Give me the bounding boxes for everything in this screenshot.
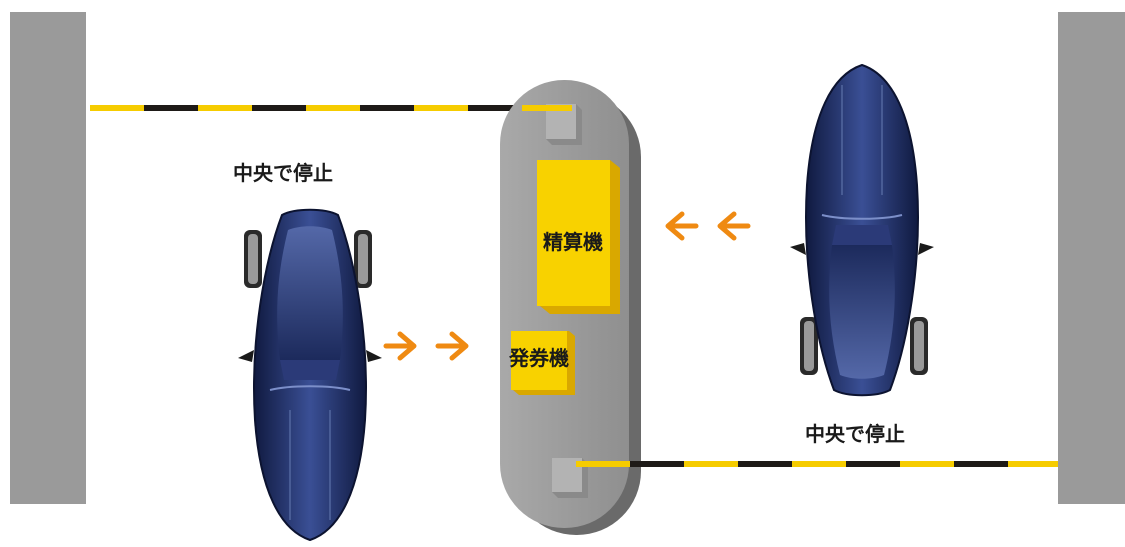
car-left-icon bbox=[238, 208, 382, 542]
ticket-machine: 発券機 bbox=[508, 331, 575, 395]
wall-right bbox=[1058, 12, 1125, 504]
wall-left bbox=[10, 12, 86, 504]
ticket-machine-label: 発券機 bbox=[508, 346, 569, 370]
gate-bar-top-island bbox=[522, 105, 572, 111]
payment-machine-label: 精算機 bbox=[543, 230, 603, 254]
stop-center-label-right: 中央で停止 bbox=[805, 422, 905, 446]
gate-bar-bottom bbox=[576, 461, 1058, 467]
payment-machine: 精算機 bbox=[537, 160, 620, 314]
car-right-icon bbox=[790, 63, 934, 397]
arrow-left-double-icon bbox=[665, 211, 751, 241]
stop-center-label-left: 中央で停止 bbox=[233, 161, 333, 185]
gate-bar-top bbox=[90, 105, 522, 111]
arrow-right-double-icon bbox=[383, 331, 469, 361]
